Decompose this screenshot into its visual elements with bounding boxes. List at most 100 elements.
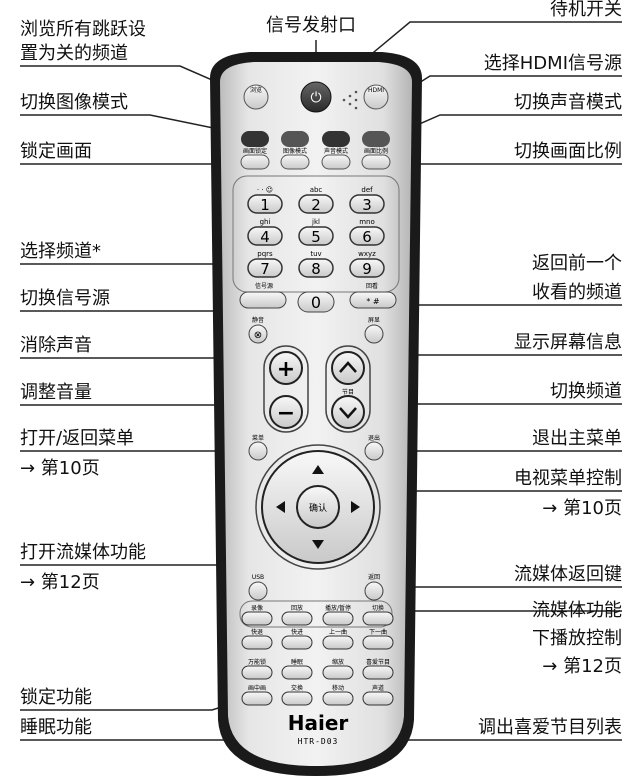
digit-9-button[interactable]	[349, 258, 385, 278]
dpad-up-icon	[312, 465, 324, 474]
label-switch-source: 切换信号源	[20, 288, 110, 309]
source-button[interactable]	[239, 291, 287, 309]
exit-button[interactable]	[364, 441, 384, 461]
label-display: 显示屏幕信息	[514, 332, 622, 353]
label-exit: 退出主菜单	[532, 428, 622, 449]
vol-plus: +	[277, 357, 295, 382]
dpad-ring[interactable]	[255, 444, 381, 570]
digit-6-button[interactable]	[349, 226, 385, 246]
dpad-down-icon	[312, 540, 324, 549]
row_bottom1-button-2[interactable]	[322, 665, 354, 680]
dpad-left-icon	[276, 501, 285, 513]
source-label: 信号源	[255, 282, 273, 290]
power-button[interactable]	[300, 81, 332, 113]
label-playback-1: 流媒体功能	[532, 600, 622, 621]
brand-logo: Haier	[288, 711, 349, 735]
display-button[interactable]	[364, 324, 384, 344]
menu-button[interactable]	[248, 441, 268, 461]
digit-9-letters: wxyz	[358, 250, 376, 258]
label-media-1: 打开流媒体功能	[20, 542, 146, 563]
back-button[interactable]	[364, 581, 384, 601]
label-playback-2: 下播放控制	[532, 628, 622, 649]
label-lock-func: 锁定功能	[20, 687, 92, 708]
digit-7-button[interactable]	[247, 258, 283, 278]
label-emitter: 信号发射口	[266, 15, 356, 36]
label-tv-menu-1: 电视菜单控制	[514, 468, 622, 489]
label-menu-1: 打开/返回菜单	[20, 428, 135, 449]
row_bottom2-button-0[interactable]	[241, 691, 273, 706]
channel-label: 节目	[342, 388, 354, 396]
label-channel: 切换频道	[550, 381, 622, 402]
row_bottom2-button-3[interactable]	[362, 691, 394, 706]
row_play1-button-2[interactable]	[322, 611, 354, 626]
label-standby: 待机开关	[550, 0, 622, 20]
volume-down-button[interactable]	[269, 395, 303, 429]
usb-button[interactable]	[248, 581, 268, 601]
usb-label: USB	[252, 574, 264, 581]
row_bottom2-label-2: 移动	[332, 684, 344, 692]
digit-2-number: 2	[311, 196, 321, 214]
digit-1-button[interactable]	[247, 194, 283, 214]
row_play2-button-2[interactable]	[322, 635, 354, 650]
digit-4-letters: ghi	[260, 218, 271, 226]
recall-button[interactable]	[349, 291, 397, 309]
svg-text:⏻: ⏻	[310, 90, 321, 106]
row_play1-button-0[interactable]	[241, 611, 273, 626]
digit-8-button[interactable]	[298, 258, 334, 278]
row_play2-button-1[interactable]	[281, 635, 313, 650]
row_play1-button-3[interactable]	[362, 611, 394, 626]
label-recall-1: 返回前一个	[532, 253, 622, 274]
digit-2-button[interactable]	[298, 194, 334, 214]
label-browse-2: 置为关的频道	[20, 43, 128, 64]
browse-btn-label: 浏览	[250, 86, 262, 94]
digit-4-button[interactable]	[247, 226, 283, 246]
mode-label-2: 声音模式	[324, 147, 348, 155]
hdmi-button[interactable]	[363, 84, 389, 110]
mute-button[interactable]	[248, 324, 268, 344]
label-menu-2: → 第10页	[20, 458, 100, 479]
digit-5-letters: jkl	[311, 218, 320, 226]
digit-5-button[interactable]	[298, 226, 334, 246]
menu-label: 菜单	[252, 434, 264, 442]
label-hdmi: 选择HDMI信号源	[483, 53, 622, 74]
label-playback-3: → 第12页	[542, 656, 622, 677]
row_play2-button-0[interactable]	[241, 635, 273, 650]
row_play2-button-3[interactable]	[362, 635, 394, 650]
row_bottom1-button-0[interactable]	[241, 665, 273, 680]
channel-up-button[interactable]	[331, 351, 365, 385]
browse-button[interactable]	[243, 84, 269, 110]
label-recall-2: 收看的频道	[532, 282, 622, 303]
row_bottom1-button-1[interactable]	[281, 665, 313, 680]
ok-button[interactable]	[296, 485, 340, 529]
row_play1-button-1[interactable]	[281, 611, 313, 626]
digit-4-number: 4	[260, 228, 270, 246]
label-sleep: 睡眠功能	[20, 717, 92, 738]
label-favorites: 调出喜爱节目列表	[478, 717, 622, 738]
row_play1-label-2: 播放/暂停	[325, 604, 351, 612]
row_bottom2-button-1[interactable]	[281, 691, 313, 706]
vol-minus: −	[277, 401, 295, 426]
digit-9-number: 9	[362, 260, 372, 278]
mode-label-1: 图像模式	[283, 147, 307, 155]
label-aspect: 切换画面比例	[514, 141, 622, 162]
volume-up-button[interactable]	[269, 351, 303, 385]
row_bottom1-label-3: 喜爱节目	[366, 658, 390, 666]
row_play2-label-0: 快退	[251, 628, 263, 636]
row_play1-label-0: 录像	[251, 604, 263, 612]
row_play1-label-3: 切换	[372, 604, 384, 612]
display-label: 屏显	[368, 317, 380, 324]
row_bottom2-button-2[interactable]	[322, 691, 354, 706]
digit-6-number: 6	[362, 228, 372, 246]
row_bottom1-label-1: 睡眠	[291, 658, 303, 666]
volume-rocker	[263, 345, 309, 433]
digit-3-button[interactable]	[349, 194, 385, 214]
svg-text:⊗: ⊗	[254, 330, 262, 341]
zero-button[interactable]	[297, 291, 335, 313]
label-volume: 调整音量	[20, 382, 92, 403]
row_play1-label-1: 回放	[291, 604, 303, 612]
row_bottom1-button-3[interactable]	[362, 665, 394, 680]
mode-label-0: 画面锁定	[243, 147, 267, 155]
channel-down-button[interactable]	[331, 395, 365, 429]
